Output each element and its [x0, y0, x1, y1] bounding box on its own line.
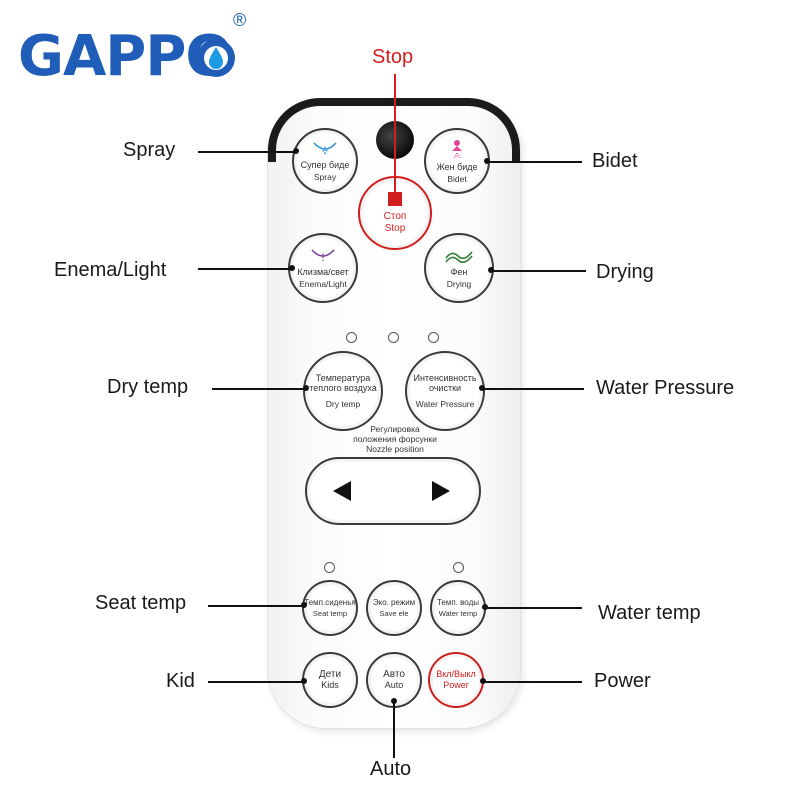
dry-temp-callout: Dry temp [107, 376, 189, 398]
spray-ru-label: Супер биде [300, 159, 350, 170]
enema-icon [311, 248, 335, 261]
water-temp-ru-label: Темп. воды [436, 598, 479, 607]
seat-temp-en-label: Seat temp [312, 609, 348, 618]
drying-button[interactable]: Фен Drying [424, 233, 494, 303]
drying-leader-line [490, 270, 586, 272]
save-en-label: Save ele [379, 609, 409, 618]
bidet-en-label: Bidet [447, 173, 467, 184]
seat-temp-ru-label: Темп.сиденья [304, 598, 356, 607]
enema-light-button[interactable]: Клизма/свет Enema/Light [288, 233, 358, 303]
dry-temp-ru-label-2: теплого воздуха [309, 383, 377, 393]
nozzle-right-arrow-icon[interactable] [432, 481, 450, 501]
auto-leader-dot [391, 698, 397, 704]
drying-icon [445, 250, 473, 263]
auto-callout: Auto [370, 758, 412, 780]
nozzle-ru-label-1: Регулировка [370, 424, 420, 434]
bidet-ru-label: Жен биде [436, 161, 478, 172]
water-temp-led [453, 562, 464, 573]
water-pressure-button[interactable]: Интенсивность очистки Water Pressure [405, 351, 485, 431]
auto-ru-label: Авто [383, 669, 405, 680]
drying-ru-label: Фен [450, 266, 468, 277]
bidet-leader-line [486, 161, 582, 163]
water-drop-icon [197, 39, 235, 77]
water-temp-callout: Water temp [598, 602, 701, 624]
dry-temp-leader-dot [303, 385, 309, 391]
spray-callout: Spray [123, 139, 176, 161]
power-leader-dot [480, 678, 486, 684]
dry-temp-leader-line [212, 388, 306, 390]
dry-temp-ru-label-1: Температура [315, 373, 371, 383]
stop-leader-line [394, 74, 396, 202]
seat-temp-leader-line [208, 605, 304, 607]
dry-temp-en-label: Dry temp [325, 399, 361, 409]
level-led-3 [428, 332, 439, 343]
level-led-1 [346, 332, 357, 343]
seat-temp-led [324, 562, 335, 573]
seat-temp-leader-dot [301, 602, 307, 608]
water-temp-en-label: Water temp [438, 609, 478, 618]
kid-callout: Kid [166, 670, 195, 692]
bidet-leader-dot [484, 158, 490, 164]
power-en-label: Power [443, 680, 469, 690]
seat-temp-button[interactable]: Темп.сиденья Seat temp [302, 580, 358, 636]
stop-ru-label: Стоп [383, 211, 407, 222]
kid-leader-line [208, 681, 304, 683]
enema-light-callout: Enema/Light [54, 259, 167, 281]
power-button[interactable]: Вкл/Выкл Power [428, 652, 484, 708]
registered-mark: ® [233, 10, 247, 30]
enema-leader-dot [289, 265, 295, 271]
water-pressure-ru-label-2: очистки [428, 383, 462, 393]
bidet-callout: Bidet [592, 150, 638, 172]
enema-leader-line [198, 268, 292, 270]
auto-en-label: Auto [384, 680, 404, 690]
water-temp-leader-dot [482, 604, 488, 610]
kids-en-label: Kids [321, 680, 339, 690]
water-pressure-leader-dot [479, 385, 485, 391]
bidet-icon [452, 139, 462, 158]
power-leader-line [482, 681, 582, 683]
power-callout: Power [594, 670, 651, 692]
enema-ru-label: Клизма/свет [297, 266, 349, 277]
stop-en-label: Stop [384, 223, 406, 234]
level-led-2 [388, 332, 399, 343]
enema-en-label: Enema/Light [299, 278, 347, 289]
drying-en-label: Drying [446, 278, 472, 289]
water-pressure-en-label: Water Pressure [415, 399, 475, 409]
drying-leader-dot [488, 267, 494, 273]
kid-leader-dot [301, 678, 307, 684]
save-ru-label: Эко. режим [372, 598, 416, 607]
nozzle-en-label: Nozzle position [366, 444, 424, 454]
nozzle-position-rocker [305, 457, 481, 525]
drying-callout: Drying [596, 261, 654, 283]
nozzle-left-arrow-icon[interactable] [333, 481, 351, 501]
spray-button[interactable]: Супер биде Spray [292, 128, 358, 194]
kids-button[interactable]: Дети Kids [302, 652, 358, 708]
water-pressure-leader-line [482, 388, 584, 390]
water-pressure-ru-label-1: Интенсивность [413, 373, 477, 383]
nozzle-ru-label-2: положения форсунки [353, 434, 437, 444]
kids-ru-label: Дети [318, 669, 342, 680]
spray-leader-dot [293, 148, 299, 154]
nozzle-position-label: Регулировка положения форсунки Nozzle po… [320, 424, 470, 454]
bidet-button[interactable]: Жен биде Bidet [424, 128, 490, 194]
power-ru-label: Вкл/Выкл [436, 669, 476, 679]
stop-callout: Stop [372, 46, 414, 68]
water-pressure-callout: Water Pressure [596, 377, 735, 399]
auto-leader-line [393, 700, 395, 758]
spray-icon [313, 141, 337, 154]
spray-leader-line [198, 151, 296, 153]
water-temp-leader-line [484, 607, 582, 609]
save-energy-button[interactable]: Эко. режим Save ele [366, 580, 422, 636]
seat-temp-callout: Seat temp [95, 592, 187, 614]
dry-temp-button[interactable]: Температура теплого воздуха Dry temp [303, 351, 383, 431]
spray-en-label: Spray [313, 171, 337, 182]
water-temp-button[interactable]: Темп. воды Water temp [430, 580, 486, 636]
